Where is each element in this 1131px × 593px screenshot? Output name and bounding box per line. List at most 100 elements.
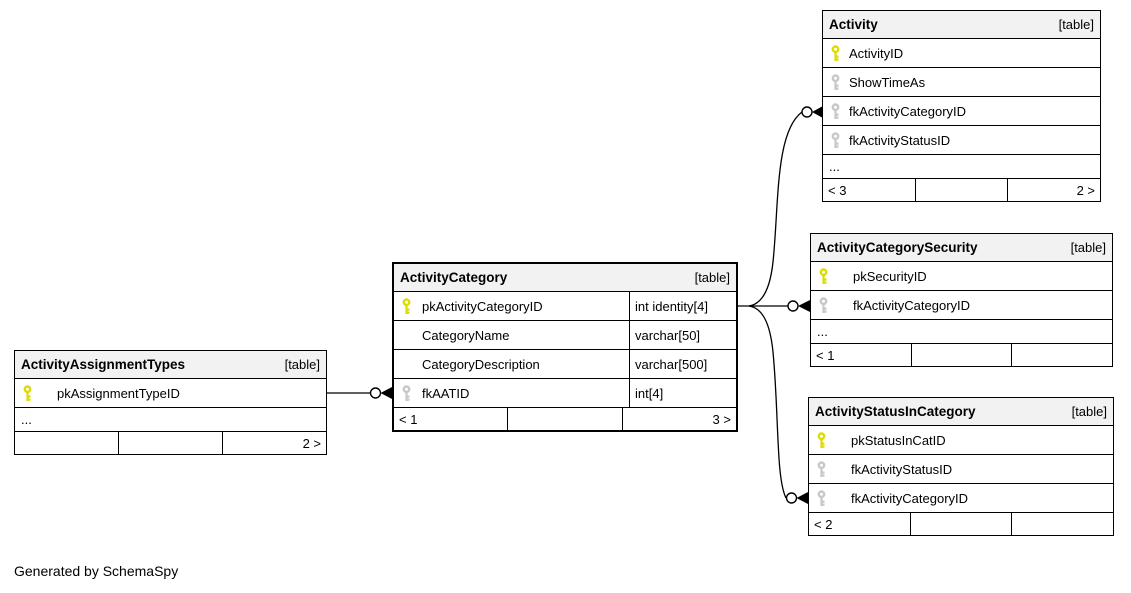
table-header: ActivityAssignmentTypes [table] bbox=[15, 351, 326, 379]
table-header: ActivityCategorySecurity [table] bbox=[811, 234, 1112, 262]
relation-line-category-activity bbox=[738, 111, 803, 307]
column-name: CategoryName bbox=[422, 327, 510, 343]
column-type: int identity[4] bbox=[629, 292, 736, 320]
column-name: fkActivityCategoryID bbox=[853, 297, 971, 313]
footer-parents-count: < 1 bbox=[816, 347, 835, 363]
table-row: pkStatusInCatID bbox=[809, 426, 1113, 455]
column-name: CategoryDescription bbox=[422, 356, 540, 372]
table-title: Activity bbox=[829, 17, 878, 32]
footer-center-cell bbox=[909, 513, 1012, 535]
table-footer: < 3 2 > bbox=[823, 179, 1100, 201]
relation-line-category-statusincategory bbox=[748, 305, 787, 499]
table-activitystatusincategory[interactable]: ActivityStatusInCategory [table] pkStatu… bbox=[808, 397, 1114, 536]
table-footer: < 2 bbox=[809, 513, 1113, 535]
column-name: fkAATID bbox=[422, 385, 470, 401]
generated-by-note: Generated by SchemaSpy bbox=[14, 563, 179, 579]
table-row: fkActivityStatusID bbox=[809, 455, 1113, 484]
zero-many-circle bbox=[369, 387, 382, 399]
primary-key-icon bbox=[830, 44, 841, 62]
footer-center-cell bbox=[914, 179, 1008, 201]
column-name: fkActivityCategoryID bbox=[851, 490, 969, 506]
primary-key-icon bbox=[816, 431, 827, 449]
table-tag: [table] bbox=[284, 357, 320, 372]
table-tag: [table] bbox=[1070, 240, 1106, 255]
footer-center-cell bbox=[910, 344, 1012, 366]
table-row: pkActivityCategoryID int identity[4] bbox=[394, 292, 736, 321]
table-tag: [table] bbox=[694, 270, 730, 285]
more-columns-row: ... bbox=[823, 155, 1100, 179]
table-tag: [table] bbox=[1058, 17, 1094, 32]
column-name: pkAssignmentTypeID bbox=[57, 385, 180, 401]
more-columns-row: ... bbox=[811, 320, 1112, 344]
footer-parents-count: < 1 bbox=[399, 411, 418, 427]
foreign-key-icon bbox=[816, 489, 827, 507]
table-title: ActivityCategorySecurity bbox=[817, 240, 978, 255]
table-activitycategorysecurity[interactable]: ActivityCategorySecurity [table] pkSecur… bbox=[810, 233, 1113, 367]
table-header: Activity [table] bbox=[823, 11, 1100, 39]
table-row: pkAssignmentTypeID bbox=[15, 379, 326, 408]
table-row: fkActivityCategoryID bbox=[811, 291, 1112, 320]
crowfoot-arrow bbox=[380, 387, 392, 399]
footer-children-count bbox=[1011, 344, 1112, 366]
foreign-key-icon bbox=[818, 296, 829, 314]
primary-key-icon bbox=[22, 384, 33, 402]
table-row: ShowTimeAs bbox=[823, 68, 1100, 97]
table-footer: < 1 bbox=[811, 344, 1112, 366]
column-name: pkStatusInCatID bbox=[851, 432, 946, 448]
table-title: ActivityAssignmentTypes bbox=[21, 357, 186, 372]
table-activity[interactable]: Activity [table] ActivityID ShowTimeAs f… bbox=[822, 10, 1101, 202]
primary-key-icon bbox=[401, 297, 412, 315]
table-activityassignmenttypes[interactable]: ActivityAssignmentTypes [table] pkAssign… bbox=[14, 350, 327, 455]
footer-center-cell bbox=[507, 408, 621, 430]
footer-parents-count: < 3 bbox=[828, 182, 847, 198]
column-name: fkActivityCategoryID bbox=[849, 103, 967, 119]
table-row: ActivityID bbox=[823, 39, 1100, 68]
foreign-key-icon bbox=[830, 73, 841, 91]
table-title: ActivityStatusInCategory bbox=[815, 404, 976, 419]
column-type: varchar[50] bbox=[629, 321, 736, 349]
foreign-key-icon bbox=[401, 384, 412, 402]
column-name: fkActivityStatusID bbox=[851, 461, 953, 477]
footer-children-count: 2 > bbox=[1007, 179, 1100, 201]
table-row: fkActivityCategoryID bbox=[823, 97, 1100, 126]
ellipsis: ... bbox=[21, 412, 32, 427]
table-header: ActivityStatusInCategory [table] bbox=[809, 398, 1113, 426]
footer-parents-count: < 2 bbox=[814, 516, 833, 532]
foreign-key-icon bbox=[816, 460, 827, 478]
table-row: CategoryName varchar[50] bbox=[394, 321, 736, 350]
footer-parents-count bbox=[15, 432, 118, 454]
zero-many-circle bbox=[785, 492, 798, 504]
table-header: ActivityCategory [table] bbox=[394, 264, 736, 292]
column-name: ActivityID bbox=[849, 45, 904, 61]
table-row: CategoryDescription varchar[500] bbox=[394, 350, 736, 379]
primary-key-icon bbox=[818, 267, 829, 285]
ellipsis: ... bbox=[829, 159, 840, 174]
footer-children-count: 2 > bbox=[222, 432, 326, 454]
footer-children-count bbox=[1011, 513, 1113, 535]
table-activitycategory[interactable]: ActivityCategory [table] pkActivityCateg… bbox=[392, 262, 738, 432]
column-type: int[4] bbox=[629, 379, 736, 407]
foreign-key-icon bbox=[830, 131, 841, 149]
column-type: varchar[500] bbox=[629, 350, 736, 378]
column-name: ShowTimeAs bbox=[849, 74, 926, 90]
table-row: pkSecurityID bbox=[811, 262, 1112, 291]
ellipsis: ... bbox=[817, 324, 828, 339]
zero-many-circle bbox=[801, 106, 813, 118]
zero-many-circle bbox=[787, 300, 799, 312]
column-name: pkSecurityID bbox=[853, 268, 927, 284]
column-name: fkActivityStatusID bbox=[849, 132, 951, 148]
more-columns-row: ... bbox=[15, 408, 326, 432]
table-row: fkAATID int[4] bbox=[394, 379, 736, 408]
crowfoot-arrow bbox=[798, 300, 810, 312]
table-footer: < 1 3 > bbox=[394, 408, 736, 430]
table-tag: [table] bbox=[1071, 404, 1107, 419]
table-footer: 2 > bbox=[15, 432, 326, 454]
footer-center-cell bbox=[118, 432, 222, 454]
table-row: fkActivityStatusID bbox=[823, 126, 1100, 155]
foreign-key-icon bbox=[830, 102, 841, 120]
crowfoot-arrow bbox=[796, 492, 808, 504]
footer-children-count: 3 > bbox=[621, 408, 736, 430]
column-name: pkActivityCategoryID bbox=[422, 298, 543, 314]
table-title: ActivityCategory bbox=[400, 270, 508, 285]
